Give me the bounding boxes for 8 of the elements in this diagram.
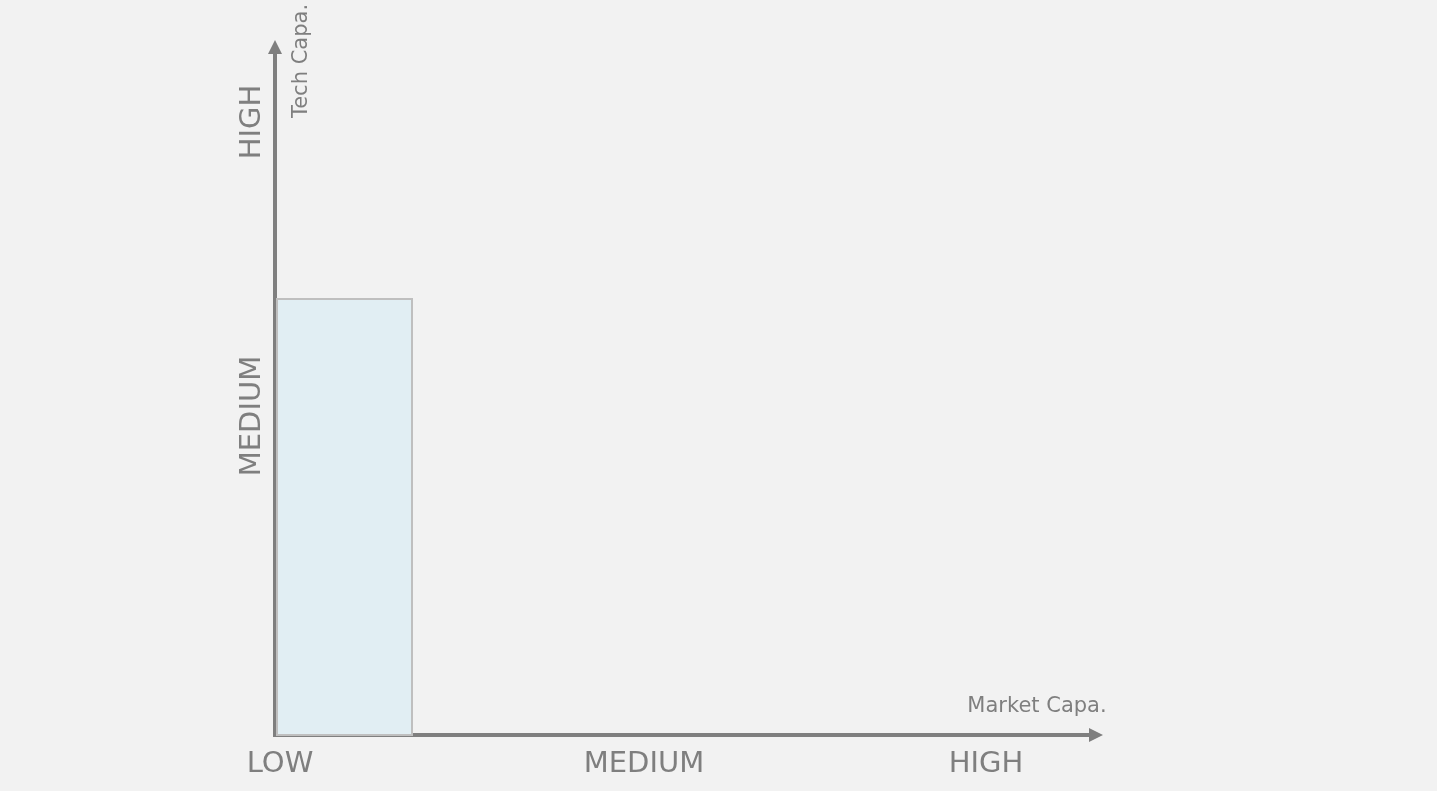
axis-title: Tech Capa. [289,3,311,119]
axis-tick-label: HIGH [235,84,265,160]
axis-tick-label: LOW [246,747,314,777]
axis-tick-label: MEDIUM [235,355,265,477]
axis-title: Market Capa. [967,694,1107,716]
axis-tick-label: HIGH [948,747,1024,777]
shaded-region [276,298,413,736]
axis-tick-label: MEDIUM [583,747,705,777]
